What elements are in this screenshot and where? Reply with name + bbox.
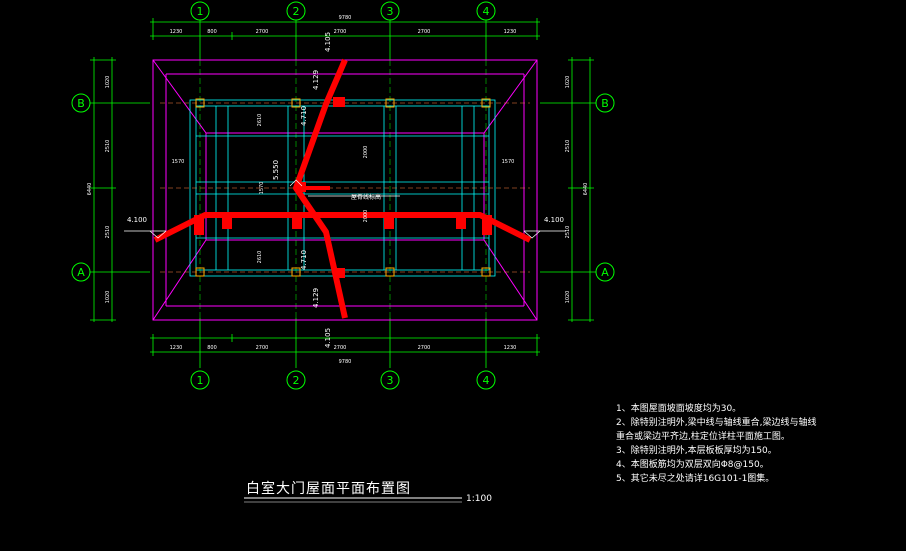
axis-label-3-top: 3 [387, 5, 394, 18]
dim-top-5: 1230 [504, 29, 517, 35]
inner-dim-side-lower: 2610 [257, 251, 263, 264]
ridge-callout: 屋脊线标高 [351, 193, 381, 201]
dim-top-2: 2700 [256, 29, 269, 35]
axis-label-1-bottom: 1 [197, 374, 204, 387]
elev-bottom-a: 4.105 [324, 328, 332, 348]
dim-left-0: 1020 [105, 76, 111, 89]
elev-top-c: 4.710 [300, 106, 308, 126]
dim-bottom-5: 1230 [504, 345, 517, 351]
notes-block: 1、本图屋面坡面坡度均为30。 2、除特别注明外,梁中线与轴线重合,梁边线与轴线… [616, 402, 901, 486]
dim-bottom-2: 2700 [256, 345, 269, 351]
inner-dim-ridge-upper: 1570 [259, 182, 265, 195]
axis-label-4-bottom: 4 [483, 374, 490, 387]
drawing-title: 白室大门屋面平面布置图 [246, 481, 411, 497]
elev-bottom-c: 4.710 [300, 250, 308, 270]
axis-label-2-top: 2 [293, 5, 300, 18]
axis-label-b-right: B [601, 97, 609, 110]
dim-top-1: 800 [207, 29, 217, 35]
dim-top-3: 2700 [334, 29, 347, 35]
note-line: 5、其它未尽之处请详16G101-1图集。 [616, 474, 775, 484]
axis-label-b-left: B [77, 97, 85, 110]
inner-dim-side-upper: 2610 [257, 114, 263, 127]
elevation-markers [124, 179, 566, 239]
note-line: 4、本图板筋均为双层双向Φ8@150。 [616, 460, 769, 470]
dimension-texts: 9780 1230 800 2700 2700 2700 1230 1230 8… [87, 15, 589, 365]
dim-left-total: 6440 [87, 183, 93, 196]
axis-labels: 1 2 3 4 1 2 3 4 B A B A [77, 5, 609, 387]
dim-left-3: 1020 [105, 291, 111, 304]
inner-dim-mid-lower: 2000 [363, 210, 369, 223]
dim-right-2: 2510 [565, 226, 571, 239]
axis-label-a-right: A [601, 266, 609, 279]
inner-dim-mid-upper: 2000 [363, 146, 369, 159]
dim-top-total: 9780 [339, 15, 352, 21]
note-line: 重合或梁边平齐边,柱定位详柱平面施工图。 [616, 432, 790, 442]
dim-top-0: 1230 [170, 29, 183, 35]
elev-top-b: 4.129 [312, 70, 320, 90]
center-lines [160, 102, 530, 273]
note-line: 3、除特别注明外,本层板板厚均为150。 [616, 446, 777, 456]
dim-right-total: 6440 [583, 183, 589, 196]
axis-label-3-bottom: 3 [387, 374, 394, 387]
dim-bottom-0: 1230 [170, 345, 183, 351]
note-line: 1、本图屋面坡面坡度均为30。 [616, 404, 742, 414]
axis-label-4-top: 4 [483, 5, 490, 18]
dim-bottom-4: 2700 [418, 345, 431, 351]
inner-dim-left: 1570 [172, 159, 185, 165]
ridge-blocks [194, 97, 492, 278]
elev-top-a: 4.105 [324, 32, 332, 52]
dim-left-1: 2510 [105, 140, 111, 153]
elev-right: 4.100 [544, 216, 564, 224]
inner-dim-right: 1570 [502, 159, 515, 165]
dim-right-3: 1020 [565, 291, 571, 304]
elev-bottom-b: 4.129 [312, 288, 320, 308]
axis-label-a-left: A [77, 266, 85, 279]
dim-top-4: 2700 [418, 29, 431, 35]
axis-label-1-top: 1 [197, 5, 204, 18]
note-line: 2、除特别注明外,梁中线与轴线重合,梁边线与轴线 [616, 418, 817, 428]
elevation-texts: 4.105 4.129 4.710 5.550 4.100 4.100 4.71… [127, 32, 564, 348]
dim-bottom-total: 9780 [339, 359, 352, 365]
dim-bottom-1: 800 [207, 345, 217, 351]
drawing-scale: 1:100 [466, 494, 492, 504]
dim-right-0: 1020 [565, 76, 571, 89]
dim-right-1: 2510 [565, 140, 571, 153]
columns [195, 98, 491, 277]
dim-left-2: 2510 [105, 226, 111, 239]
axis-label-2-bottom: 2 [293, 374, 300, 387]
elev-center: 5.550 [272, 160, 280, 180]
elev-left: 4.100 [127, 216, 147, 224]
dim-bottom-3: 2700 [334, 345, 347, 351]
roof-outline [152, 59, 538, 321]
axis-bubbles [71, 1, 615, 390]
